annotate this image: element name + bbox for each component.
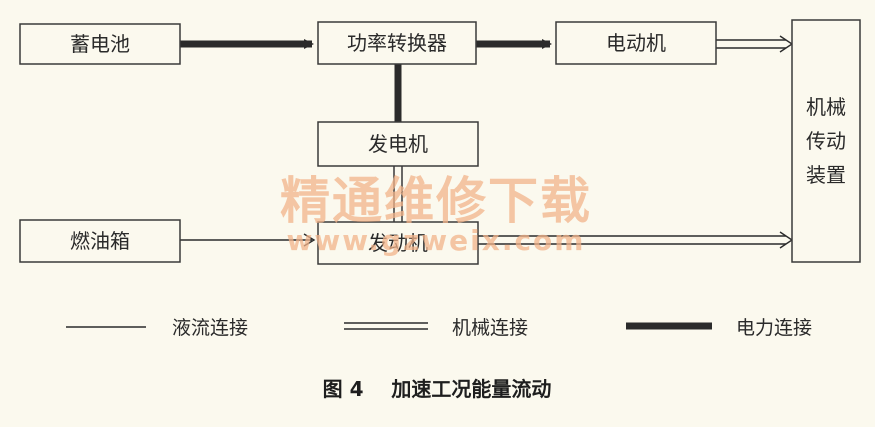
box-generator: 发电机 bbox=[317, 121, 479, 167]
legend-item-electrical: 电力连接 bbox=[626, 317, 812, 339]
legend-item-mechanical: 机械连接 bbox=[344, 317, 528, 339]
legend-fluid-label: 液流连接 bbox=[172, 317, 248, 339]
box-converter-label: 功率转换器 bbox=[347, 31, 447, 55]
box-engine-label: 发动机 bbox=[368, 231, 428, 255]
box-motor: 电动机 bbox=[555, 21, 717, 65]
box-fuel-tank: 燃油箱 bbox=[19, 219, 181, 263]
mech-link-motor-transmission bbox=[716, 35, 794, 53]
legend-item-fluid: 液流连接 bbox=[66, 317, 248, 339]
box-converter: 功率转换器 bbox=[317, 21, 477, 65]
box-fuel-tank-label: 燃油箱 bbox=[70, 229, 130, 253]
mech-link-engine-generator bbox=[393, 166, 403, 222]
box-transmission-line2: 传动 bbox=[806, 129, 846, 153]
legend-mechanical-label: 机械连接 bbox=[452, 317, 528, 339]
watermark-url: www.gzweix.com bbox=[287, 224, 586, 257]
box-motor-label: 电动机 bbox=[606, 31, 666, 55]
box-battery: 蓄电池 bbox=[19, 23, 181, 65]
fluid-link-arrowhead bbox=[303, 233, 316, 247]
box-transmission: 机械 传动 装置 bbox=[791, 19, 861, 263]
box-battery-label: 蓄电池 bbox=[70, 32, 130, 56]
box-engine: 发动机 bbox=[317, 221, 479, 265]
legend: 液流连接 机械连接 电力连接 bbox=[66, 317, 812, 339]
box-transmission-line3: 装置 bbox=[806, 163, 846, 187]
box-transmission-line1: 机械 bbox=[806, 95, 846, 119]
watermark-text: 精通维修下载 bbox=[280, 172, 592, 230]
legend-electrical-label: 电力连接 bbox=[736, 317, 812, 339]
figure-caption: 图 4 加速工况能量流动 bbox=[323, 377, 552, 401]
box-generator-label: 发电机 bbox=[368, 132, 428, 156]
